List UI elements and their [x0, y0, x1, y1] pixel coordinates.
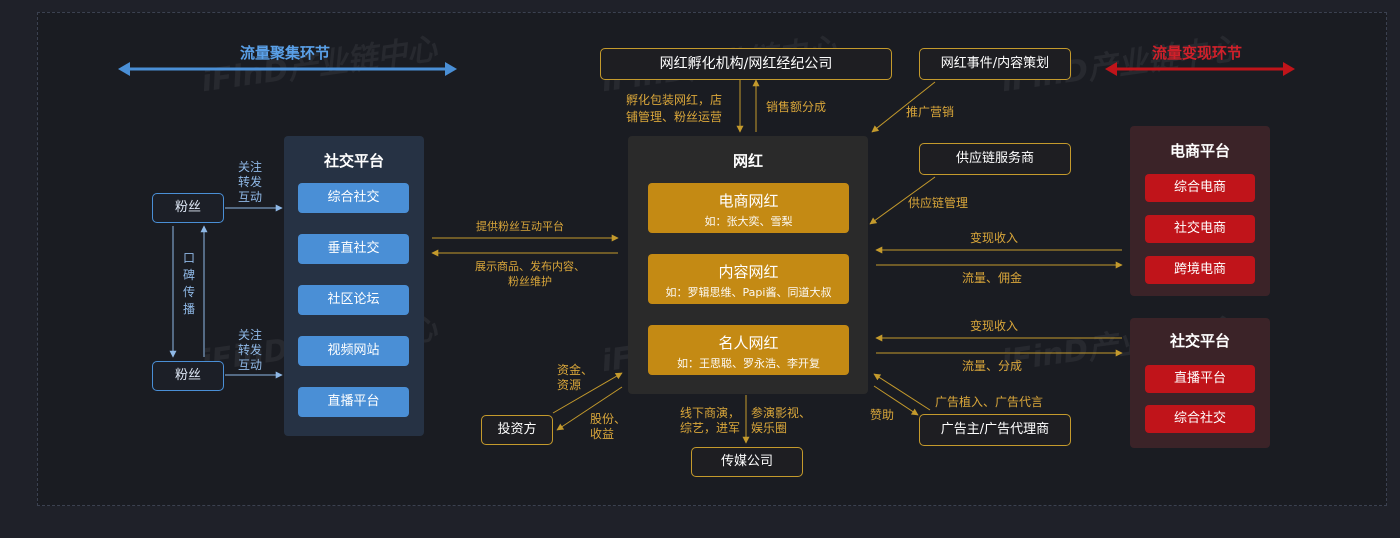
content-influencer: 内容网红如：罗辑思维、Papi酱、同道大叔: [648, 254, 849, 304]
ecom-traffic-label: 流量、佣金: [962, 271, 1023, 285]
investor-node: 投资方: [481, 415, 553, 445]
celebrity-influencer: 名人网红如：王思聪、罗永浩、李开复: [648, 325, 849, 375]
ecommerce-item: 综合电商: [1145, 174, 1255, 202]
social-item: 综合社交: [298, 183, 409, 213]
influencer-title: 网红: [732, 152, 763, 170]
film-label: 参演影视、娱乐圈: [751, 406, 812, 435]
sponsor-label: 赞助: [870, 408, 895, 422]
social-item: 社区论坛: [298, 285, 409, 315]
social-platform-right-title: 社交平台: [1169, 332, 1230, 350]
showcase-label: 展示商品、发布内容、粉丝维护: [475, 260, 585, 288]
interaction-platform-label: 提供粉丝互动平台: [476, 220, 564, 233]
promotion-label: 推广营销: [906, 105, 955, 119]
social-item: 视频网站: [298, 336, 409, 366]
incubator-node: 网红孵化机构/网红经纪公司: [600, 48, 892, 80]
ecommerce-item: 社交电商: [1145, 215, 1255, 243]
supply-chain-label: 供应链管理: [908, 196, 969, 210]
social-income-label: 变现收入: [970, 319, 1019, 333]
social-item: 垂直社交: [298, 234, 409, 264]
social-right-item: 综合社交: [1145, 405, 1255, 433]
media-company-node: 传媒公司: [691, 447, 803, 477]
equity-label: 股份、收益: [590, 412, 627, 441]
incubator-label: 孵化包装网红，店铺管理、粉丝运营: [626, 93, 723, 124]
ecommerce-item: 跨境电商: [1145, 256, 1255, 284]
fans-node-bottom: 粉丝: [152, 361, 224, 391]
monetization-section-title: 流量变现环节: [1152, 44, 1243, 62]
sales-share-label: 销售额分成: [766, 100, 827, 114]
events-node: 网红事件/内容策划: [919, 48, 1071, 80]
social-traffic-label: 流量、分成: [962, 359, 1023, 373]
social-item: 直播平台: [298, 387, 409, 417]
capital-label: 资金、资源: [557, 363, 594, 392]
supply-chain-node: 供应链服务商: [919, 143, 1071, 175]
word-of-mouth-label: 口碑 传播: [182, 251, 195, 316]
ecommerce-influencer: 电商网红如：张大奕、雪梨: [648, 183, 849, 233]
follow-label-bottom: 关注转发互动: [238, 328, 263, 372]
advertiser-node: 广告主/广告代理商: [919, 414, 1071, 446]
follow-label-top: 关注转发互动: [238, 160, 263, 204]
offline-label: 线下商演，综艺，进军: [680, 406, 741, 435]
fans-node-top: 粉丝: [152, 193, 224, 223]
social-right-item: 直播平台: [1145, 365, 1255, 393]
ecommerce-platform-title: 电商平台: [1169, 142, 1230, 160]
advertising-label: 广告植入、广告代言: [935, 395, 1044, 409]
aggregation-section-title: 流量聚集环节: [240, 44, 331, 62]
ecom-income-label: 变现收入: [970, 231, 1019, 245]
social-platform-title: 社交平台: [323, 152, 384, 170]
